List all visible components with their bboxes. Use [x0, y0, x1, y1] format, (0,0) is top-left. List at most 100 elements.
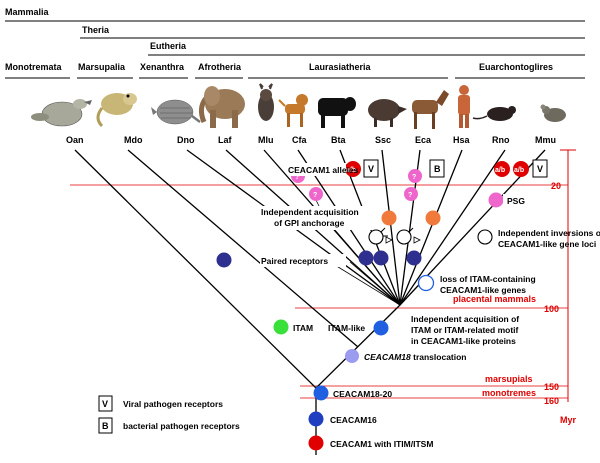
species-oan: Oan — [66, 135, 84, 145]
question-text-gpi: ? — [313, 192, 317, 199]
human-image — [458, 85, 470, 128]
legend-v-letter: V — [102, 399, 108, 409]
legend-b-box — [98, 417, 113, 434]
label-monotremes: monotremes — [482, 388, 536, 398]
legend-b-text: bacterial pathogen receptors — [123, 421, 240, 431]
time-scale: 20 100 150 160 placental mammals marsupi… — [70, 149, 577, 425]
legend-v-text: Viral pathogen receptors — [123, 399, 223, 409]
tick-160: 160 — [544, 396, 559, 406]
clade-laurasiatheria: Laurasiatheria — [309, 62, 372, 72]
marker-ssc-gpi — [381, 210, 397, 226]
label-placental-mammals: placental mammals — [453, 294, 536, 304]
label-ceacam1-alleles: CEACAM1 alleles — [288, 165, 359, 175]
marker-psg — [488, 192, 504, 208]
rat-image — [472, 106, 516, 121]
v-box-mmu: V — [537, 164, 543, 174]
species-mlu: Mlu — [258, 135, 274, 145]
legend: V Viral pathogen receptors B bacterial p… — [98, 395, 240, 434]
marker-eca-paired — [406, 250, 422, 266]
species-ssc: Ssc — [375, 135, 391, 145]
loss-line-2: CEACAM1-like genes — [440, 285, 526, 295]
label-itam-like: ITAM-like — [328, 323, 365, 333]
label-independent-inversions: Independent inversions of CEACAM1-like g… — [498, 228, 600, 249]
label-ceacam18-20: CEACAM18-20 — [333, 389, 392, 399]
ab-marker-mmu — [513, 161, 529, 177]
ab-text-bta: a/b — [346, 167, 356, 174]
ceacam18-italic: CEACAM18 — [364, 352, 411, 362]
species-hsa: Hsa — [453, 135, 471, 145]
inversion-icon-ssc — [368, 227, 393, 245]
cow-image — [318, 97, 356, 128]
marker-ceacam18-20 — [313, 385, 329, 401]
marker-loss-itam — [417, 274, 435, 292]
species-cfa: Cfa — [292, 135, 307, 145]
pointer-paired-receptors — [329, 261, 401, 306]
ab-marker-rno — [494, 161, 510, 177]
loss-line-1: loss of ITAM-containing — [440, 274, 536, 284]
label-loss-itam: loss of ITAM-containing CEACAM1-like gen… — [440, 274, 538, 295]
marker-ceacam1-itim — [308, 435, 324, 451]
question-marker-eca — [408, 169, 422, 183]
inv-line-1: Independent inversions of — [498, 228, 600, 238]
branch-hsa — [399, 149, 463, 306]
v-box-bta: V — [368, 164, 374, 174]
inversion-markers — [368, 227, 493, 245]
label-myr: Myr — [560, 415, 577, 425]
species-bta: Bta — [331, 135, 346, 145]
branch-ssc — [381, 149, 401, 306]
clade-theria: Theria — [82, 25, 110, 35]
clade-euarchontoglires: Euarchontoglires — [479, 62, 553, 72]
inv-line-2: CEACAM1-like gene loci — [498, 239, 596, 249]
marker-itam — [273, 319, 289, 335]
species-mdo: Mdo — [124, 135, 143, 145]
inversion-icon-eca — [396, 227, 421, 245]
label-independent-itam: Independent acquisition of ITAM or ITAM-… — [411, 314, 522, 346]
itam-line-1: Independent acquisition of — [411, 314, 519, 324]
species-eca: Eca — [415, 135, 432, 145]
species-labels: Oan Mdo Dno Laf Mlu Cfa Bta Ssc Eca Hsa … — [66, 135, 556, 145]
species-dno: Dno — [177, 135, 195, 145]
annotations: CEACAM1 alleles Independent acquisition … — [260, 163, 600, 449]
marker-itam-like — [373, 320, 389, 336]
marker-paired-1 — [358, 250, 374, 266]
marker-eca-gpi — [425, 210, 441, 226]
b-box-hsa: B — [434, 164, 441, 174]
marker-ceacam18-translocation — [345, 349, 359, 363]
question-text-cfa: ? — [295, 174, 299, 181]
tick-150: 150 — [544, 382, 559, 392]
species-mmu: Mmu — [535, 135, 556, 145]
translocation-word: translocation — [411, 352, 467, 362]
branch-oan — [74, 149, 317, 389]
ab-text-rno: a/b — [495, 167, 505, 174]
clade-mammalia: Mammalia — [5, 7, 50, 17]
tick-20: 20 — [551, 181, 561, 191]
branch-rno — [399, 149, 506, 306]
clade-marsupalia: Marsupalia — [78, 62, 126, 72]
marker-laf — [216, 252, 232, 268]
label-ceacam16: CEACAM16 — [330, 415, 377, 425]
marker-ceacam16 — [308, 411, 324, 427]
question-text-eca-2: ? — [408, 192, 412, 199]
clade-afrotheria: Afrotheria — [198, 62, 242, 72]
gpi-line-2: of GPI anchorage — [274, 218, 345, 228]
opossum-image — [96, 93, 137, 128]
gpi-line-1: Independent acquisition — [261, 207, 359, 217]
boar-image — [368, 99, 407, 127]
label-ceacam1-itim: CEACAM1 with ITIM/ITSM — [330, 439, 433, 449]
question-marker-gpi — [309, 187, 323, 201]
node-markers — [216, 192, 504, 451]
bat-image — [258, 83, 274, 121]
question-text-eca: ? — [412, 174, 416, 181]
pointer-paired-receptors-2 — [349, 261, 401, 306]
clade-xenanthra: Xenanthra — [140, 62, 185, 72]
marker-paired-2 — [373, 250, 389, 266]
armadillo-image — [151, 99, 201, 125]
label-ceacam18-translocation: CEACAM18 translocation — [364, 352, 467, 362]
label-marsupials: marsupials — [485, 374, 533, 384]
label-paired-receptors: Paired receptors — [261, 256, 328, 266]
dog-image — [278, 94, 308, 127]
label-itam: ITAM — [293, 323, 313, 333]
pathogen-boxes: V B V — [363, 159, 548, 178]
mouse-image — [540, 104, 566, 122]
